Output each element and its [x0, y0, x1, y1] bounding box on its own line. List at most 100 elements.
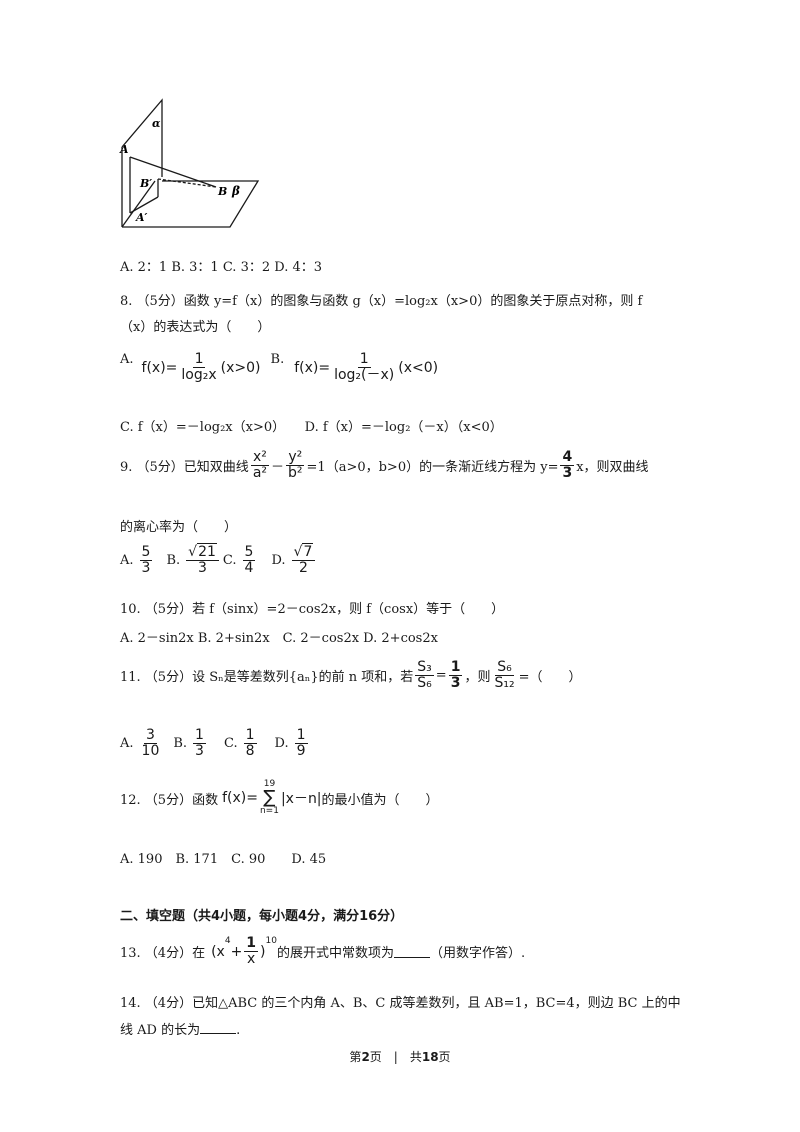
alpha-label: α [152, 117, 161, 130]
footer-page-suffix: 页 [438, 1050, 451, 1064]
q9-middle: =1（a>0，b>0）的一条渐近线方程为 y= [306, 460, 559, 476]
q8-opt-b-lhs: f(x)= [294, 359, 331, 376]
q11-opt-a-den: 10 [141, 743, 160, 760]
q14-stem-line2: 线 AD 的长为. [120, 1019, 240, 1038]
q11-prefix: 11. （5分）设 Sₙ是等差数列{aₙ}的前 n 项和，若 [120, 670, 414, 686]
q9-opt-a-label: A. [120, 553, 134, 569]
q9-suffix: x，则双曲线 [576, 460, 649, 476]
q12-abs: |x－n| [280, 791, 322, 807]
q11-f2-num: 1 [448, 659, 463, 677]
q11-opt-c-label: C. [223, 736, 238, 752]
q11-fraction-s3-s6: S₃ S₆ [415, 659, 434, 692]
q8-stem-line1: 8. （5分）函数 y=f（x）的图象与函数 g（x）=log₂x（x>0）的图… [120, 294, 643, 309]
q9-f3-den: 3 [562, 465, 573, 482]
q9-opt-b-num: 21 [197, 543, 217, 560]
q9-stem-line2: 的离心率为（ ） [120, 520, 238, 535]
q8-options-cd: C. f（x）=－log₂x（x>0） D. f（x）=－log₂（－x）（x<… [120, 420, 503, 435]
q11-opt-a-num: 3 [143, 727, 157, 745]
q13-plus: + [230, 943, 243, 960]
planes-diagram: α A B′ B β A′ [119, 98, 260, 228]
point-B-label: B [217, 185, 227, 198]
q9-opt-c-num: 5 [242, 544, 256, 562]
geometry-figure: α A B′ B β A′ [110, 95, 270, 235]
q9-f2-num: y² [286, 449, 305, 467]
q13-exp4: 4 [224, 936, 231, 946]
q9-opt-d-label: D. [271, 553, 286, 569]
q12-fx: f(x)= [222, 790, 258, 806]
q12-lower-limit: n=1 [259, 806, 279, 816]
q13-prefix: 13. （4分）在 [120, 946, 206, 962]
q11-suffix: =（ ） [518, 670, 582, 686]
q13-suffix: （用数字作答）. [429, 946, 526, 962]
q9-stem-line1: 9. （5分）已知双曲线 x² a² － y² b² =1（a>0，b>0）的一… [120, 449, 649, 482]
q8-opt-b-label: B. [270, 352, 285, 367]
q13-mid: 的展开式中常数项为 [276, 946, 394, 962]
q8-options-ab: A. f(x)= 1 log₂x (x>0) B. f(x)= 1 log₂(－… [120, 351, 439, 384]
footer-page-mid: 页 | 共 [369, 1050, 422, 1064]
q9-opt-a-num: 5 [139, 544, 153, 562]
footer-page-prefix: 第 [349, 1050, 362, 1064]
q11-eq: = [435, 668, 447, 684]
q11-opt-b-den: 3 [195, 743, 204, 760]
q8-stem-line2: （x）的表达式为（ ） [120, 320, 271, 335]
q8-opt-a-lhs: f(x)= [141, 359, 178, 376]
q13-den: x [247, 951, 256, 968]
q9-fraction-x: x² a² [250, 449, 269, 482]
q13-open: (x [211, 943, 225, 960]
q12-options: A. 190 B. 171 C. 90 D. 45 [120, 852, 327, 867]
q13-answer-blank[interactable] [393, 945, 430, 959]
q13-close: ) [260, 943, 266, 960]
q8-opt-a-label: A. [120, 352, 134, 367]
q9-opt-b-fraction: √21 3 [186, 543, 219, 577]
q11-options: A. 3 10 B. 1 3 C. 1 8 D. 1 9 [120, 727, 310, 760]
q14-answer-blank[interactable] [200, 1021, 237, 1034]
q7-options: A. 2：1 B. 3：1 C. 3：2 D. 4：3 [120, 260, 323, 275]
q8-opt-b-num: 1 [357, 351, 371, 369]
q9-prefix: 9. （5分）已知双曲线 [120, 460, 249, 476]
q9-opt-d-den: 2 [298, 560, 308, 577]
point-A-prime-label: A′ [135, 211, 148, 224]
q11-f3-num: S₆ [495, 659, 514, 677]
q12-prefix: 12. （5分）函数 [120, 792, 219, 808]
q9-opt-b-num-wrap: √21 [186, 543, 219, 562]
footer-page-number: 2 [361, 1050, 370, 1064]
q8-opt-b-cond: (x<0) [398, 359, 439, 376]
q9-f1-den: a² [252, 465, 268, 482]
q9-f1-num: x² [250, 449, 269, 467]
q11-opt-a-label: A. [120, 736, 134, 752]
q9-opt-d-num-wrap: √7 [291, 543, 316, 562]
q13-num: 1 [244, 935, 259, 953]
q11-stem: 11. （5分）设 Sₙ是等差数列{aₙ}的前 n 项和，若 S₃ S₆ = 1… [120, 659, 582, 692]
q9-opt-a-fraction: 5 3 [139, 544, 153, 577]
q8-opt-b-den: log₂(－x) [334, 367, 395, 384]
q9-opt-b-label: B. [166, 553, 181, 569]
q8-opt-a-num: 1 [192, 351, 206, 369]
q13-fraction: 1 x [244, 935, 259, 968]
q12-sigma: 19 ∑ n=1 [260, 780, 279, 816]
q14-line2-prefix: 线 AD 的长为 [120, 1023, 201, 1038]
q9-opt-d-fraction: √7 2 [291, 543, 316, 577]
q12-upper-limit: 19 [263, 779, 276, 789]
q11-f1-den: S₆ [417, 675, 432, 692]
q9-minus: － [271, 460, 285, 476]
footer-total-pages: 18 [421, 1050, 439, 1064]
q9-f2-den: b² [288, 465, 303, 482]
q10-options: A. 2－sin2x B. 2+sin2x C. 2－cos2x D. 2+co… [120, 631, 438, 646]
q12-suffix: 的最小值为（ ） [321, 792, 439, 808]
q11-opt-d-den: 9 [296, 743, 306, 760]
q11-fraction-s6-s12: S₆ S₁₂ [492, 659, 516, 692]
q8-opt-a-cond: (x>0) [220, 359, 261, 376]
q9-fraction-y: y² b² [286, 449, 305, 482]
q9-options: A. 5 3 B. √21 3 C. 5 4 D. √7 2 [120, 543, 317, 577]
q13-stem: 13. （4分）在 (x 4 + 1 x ) 10 的展开式中常数项为 （用数字… [120, 935, 526, 968]
q11-opt-d-num: 1 [294, 727, 308, 745]
q11-fraction-one-third: 1 3 [448, 659, 463, 692]
section-heading: 二、填空题（共4小题，每小题4分，满分16分） [120, 909, 404, 924]
q11-mid: ，则 [464, 670, 491, 686]
q11-f1-num: S₃ [415, 659, 434, 677]
q9-fraction-slope: 4 3 [560, 449, 575, 482]
q13-exp10: 10 [265, 936, 277, 946]
q11-opt-b-label: B. [173, 736, 188, 752]
q11-f2-den: 3 [450, 675, 461, 692]
q9-opt-c-den: 4 [244, 560, 254, 577]
